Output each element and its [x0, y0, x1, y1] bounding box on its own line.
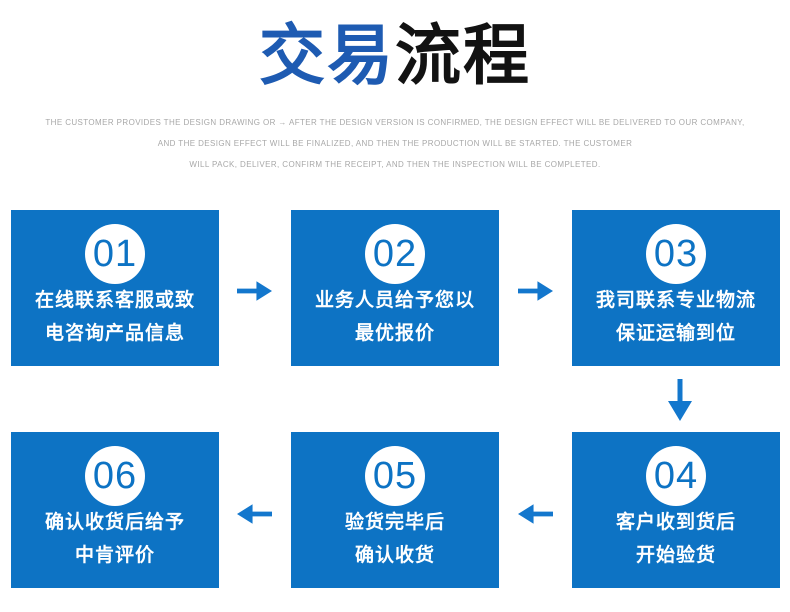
step-number: 02 — [372, 233, 418, 275]
arrow-left-icon — [237, 502, 272, 526]
step-line: 开始验货 — [635, 545, 716, 566]
step-line: 在线联系客服或致 — [34, 290, 195, 311]
step-number: 03 — [653, 233, 699, 275]
step-line: 业务人员给予您以 — [314, 290, 475, 311]
step-line: 中肯评价 — [74, 545, 155, 566]
arrow-left-icon — [518, 502, 553, 526]
step-line: 验货完毕后 — [344, 512, 445, 533]
step-number-circle: 02 — [365, 224, 425, 284]
step-line: 我司联系专业物流 — [595, 290, 756, 311]
step-box-06: 06 确认收货后给予 中肯评价 — [11, 432, 219, 588]
step-description: 客户收到货后 开始验货 — [572, 506, 780, 572]
step-number-circle: 06 — [85, 446, 145, 506]
arrow-down-icon — [666, 379, 694, 421]
step-line: 客户收到货后 — [615, 512, 736, 533]
step-description: 业务人员给予您以 最优报价 — [291, 284, 499, 350]
subtitle-line: AND THE DESIGN EFFECT WILL BE FINALIZED,… — [157, 139, 633, 148]
step-line: 确认收货 — [354, 545, 435, 566]
step-box-04: 04 客户收到货后 开始验货 — [572, 432, 780, 588]
step-line: 保证运输到位 — [615, 323, 736, 344]
step-number-circle: 03 — [646, 224, 706, 284]
step-box-03: 03 我司联系专业物流 保证运输到位 — [572, 210, 780, 366]
step-line: 确认收货后给予 — [44, 512, 185, 533]
subtitle-line: WILL PACK, DELIVER, CONFIRM THE RECEIPT,… — [189, 160, 601, 169]
step-box-01: 01 在线联系客服或致 电咨询产品信息 — [11, 210, 219, 366]
subtitle-line: THE CUSTOMER PROVIDES THE DESIGN DRAWING… — [45, 118, 745, 127]
arrow-right-icon — [518, 279, 553, 303]
page-title-rest: 流程 — [395, 18, 531, 92]
step-description: 在线联系客服或致 电咨询产品信息 — [11, 284, 219, 350]
arrow-right-icon — [237, 279, 272, 303]
step-number: 04 — [653, 455, 699, 497]
step-number: 05 — [372, 455, 418, 497]
step-box-02: 02 业务人员给予您以 最优报价 — [291, 210, 499, 366]
page-title-highlight: 交易 — [259, 18, 395, 92]
step-number-circle: 04 — [646, 446, 706, 506]
step-description: 验货完毕后 确认收货 — [291, 506, 499, 572]
step-line: 最优报价 — [354, 323, 435, 344]
step-line: 电咨询产品信息 — [44, 323, 185, 344]
step-number-circle: 01 — [85, 224, 145, 284]
page-title: 交易流程 — [0, 14, 790, 97]
step-description: 我司联系专业物流 保证运输到位 — [572, 284, 780, 350]
step-description: 确认收货后给予 中肯评价 — [11, 506, 219, 572]
step-box-05: 05 验货完毕后 确认收货 — [291, 432, 499, 588]
subtitle: THE CUSTOMER PROVIDES THE DESIGN DRAWING… — [0, 112, 790, 175]
step-number: 01 — [92, 233, 138, 275]
step-number: 06 — [92, 455, 138, 497]
step-number-circle: 05 — [365, 446, 425, 506]
